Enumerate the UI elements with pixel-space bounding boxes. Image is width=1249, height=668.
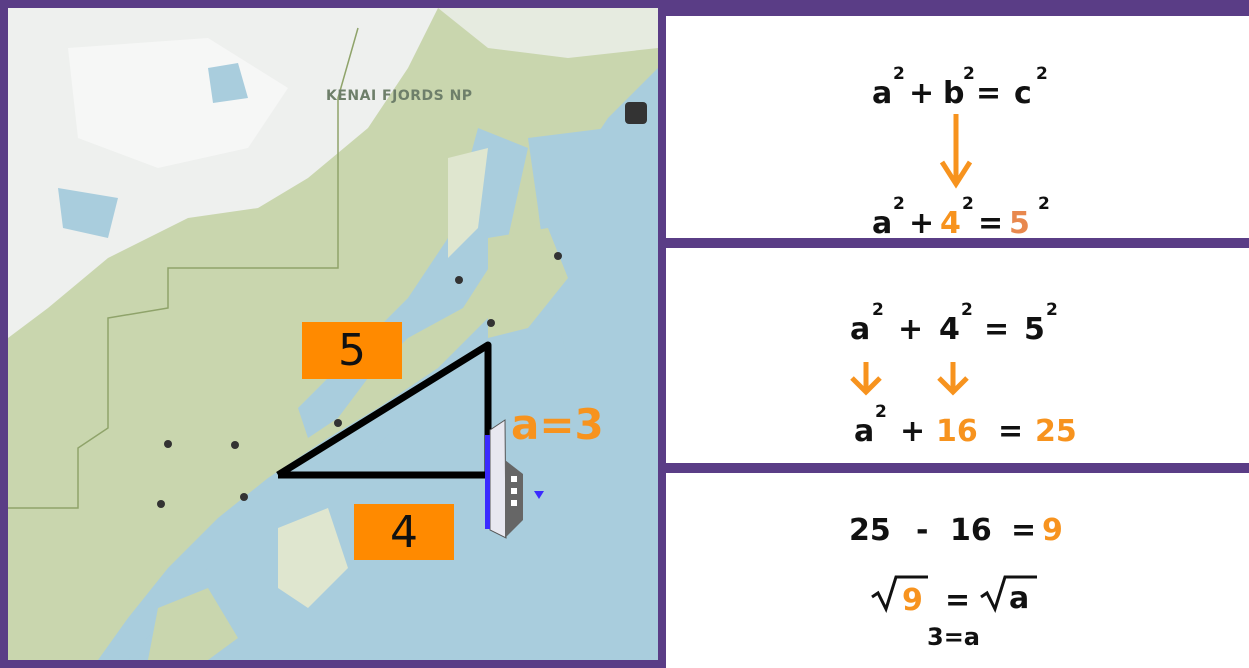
base-label: 4 — [354, 504, 454, 560]
exponent: 2 — [963, 64, 975, 84]
right-triangle — [276, 341, 492, 479]
plus-sign: + — [898, 312, 924, 347]
minuend: 25 — [849, 513, 891, 548]
term-a: a — [854, 414, 875, 449]
exponent: 2 — [1046, 300, 1058, 320]
term-b: 4 — [939, 312, 960, 347]
difference: 9 — [1042, 513, 1063, 548]
exponent: 2 — [961, 300, 973, 320]
exponent: 2 — [872, 300, 884, 320]
term-b-value: 16 — [936, 414, 978, 449]
square-root-icon — [871, 575, 928, 613]
equation-panel-3: 25 - 16 = 9 9 = a 3=a — [666, 473, 1249, 668]
equals-sign: = — [976, 76, 1002, 111]
term-a: a — [872, 206, 893, 241]
exponent: 2 — [893, 194, 905, 214]
term-c: c — [1014, 76, 1032, 111]
plus-sign: + — [909, 76, 935, 111]
plus-sign: + — [900, 414, 926, 449]
result-line: 3=a — [927, 623, 981, 651]
equation-panel-2: a 2 + 4 2 = 5 2 a 2 + 16 = 25 — [666, 248, 1249, 463]
equals-sign: = — [998, 414, 1024, 449]
subtrahend: 16 — [950, 513, 992, 548]
equals-sign: = — [945, 583, 971, 618]
term-c: 5 — [1024, 312, 1045, 347]
equals-sign: = — [984, 312, 1010, 347]
square-root-icon — [980, 575, 1037, 613]
term-b: b — [943, 76, 965, 111]
equals-sign: = — [978, 206, 1004, 241]
down-arrow-icon — [939, 114, 973, 189]
radicand-value: 9 — [902, 583, 923, 618]
down-arrow-icon — [850, 362, 882, 396]
equals-sign: = — [1011, 513, 1037, 548]
term-c-value: 5 — [1009, 206, 1030, 241]
side-a-label: a=3 — [511, 400, 604, 449]
down-arrow-icon — [937, 362, 969, 396]
exponent: 2 — [1036, 64, 1048, 84]
park-name-label: KENAI FJORDS NP — [326, 88, 473, 104]
minus-sign: - — [916, 513, 929, 548]
exponent: 2 — [875, 402, 887, 422]
equation-panel-1: a 2 + b 2 = c 2 a 2 + 4 2 = 5 2 — [666, 16, 1249, 241]
term-b-value: 4 — [940, 206, 961, 241]
ship-icon — [485, 419, 544, 539]
exponent: 2 — [893, 64, 905, 84]
hypotenuse-label: 5 — [302, 322, 402, 379]
term-a: a — [850, 312, 871, 347]
radicand-variable: a — [1009, 581, 1030, 616]
term-c-value: 25 — [1035, 414, 1077, 449]
plus-sign: + — [909, 206, 935, 241]
exponent: 2 — [962, 194, 974, 214]
map-panel: KENAI FJORDS NP 5 4 a=3 — [8, 8, 658, 660]
term-a: a — [872, 76, 893, 111]
exponent: 2 — [1038, 194, 1050, 214]
